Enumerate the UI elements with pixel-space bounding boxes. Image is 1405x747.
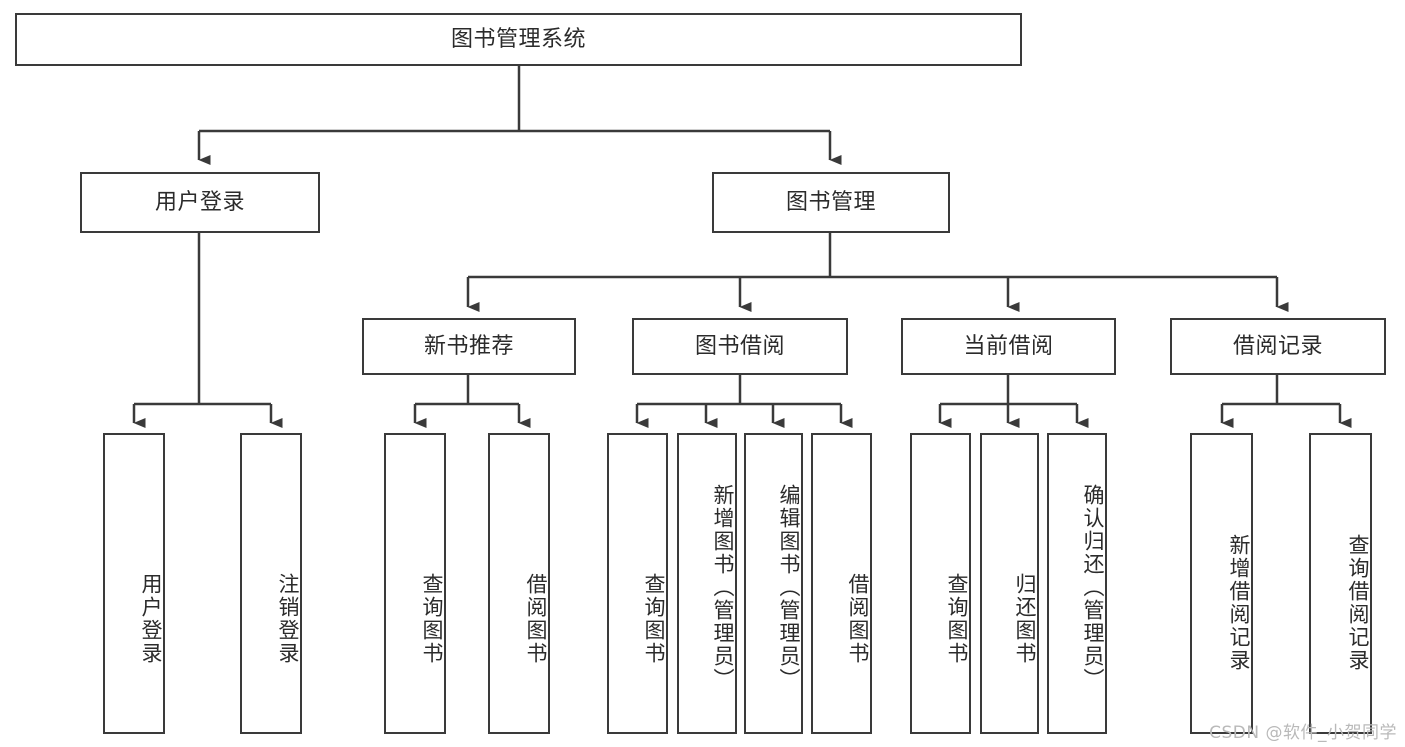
node-user-login[interactable]: 用户登录	[80, 172, 320, 233]
node-leaf-borrow-book-2[interactable]: 借阅图书	[811, 433, 872, 734]
node-leaf-borrow-book-1-label: 借阅图书	[524, 572, 548, 665]
node-book-borrow-label: 图书借阅	[694, 333, 785, 359]
node-leaf-return-book-label: 归还图书	[1013, 572, 1037, 665]
node-leaf-query-book-1[interactable]: 查询图书	[384, 433, 446, 734]
node-leaf-query-book-1-label: 查询图书	[420, 572, 444, 665]
node-current-borrow-label: 当前借阅	[963, 333, 1054, 359]
node-leaf-user-login[interactable]: 用户登录	[103, 433, 165, 734]
node-leaf-add-record-label: 新增借阅记录	[1227, 533, 1251, 672]
node-root-label: 图书管理系统	[450, 26, 586, 52]
node-current-borrow[interactable]: 当前借阅	[901, 318, 1116, 375]
node-book-manage-label: 图书管理	[785, 189, 876, 215]
node-leaf-borrow-book-1[interactable]: 借阅图书	[488, 433, 550, 734]
node-leaf-query-book-3-label: 查询图书	[945, 572, 969, 665]
node-leaf-user-login-label: 用户登录	[139, 572, 163, 665]
node-leaf-query-book-2[interactable]: 查询图书	[607, 433, 668, 734]
node-book-manage[interactable]: 图书管理	[712, 172, 950, 233]
node-leaf-edit-book-label: 编辑图书（管理员）	[777, 484, 801, 691]
node-borrow-record-label: 借阅记录	[1232, 333, 1323, 359]
node-leaf-query-record-label: 查询借阅记录	[1346, 533, 1370, 672]
node-leaf-query-record[interactable]: 查询借阅记录	[1309, 433, 1372, 734]
node-new-book-recommend-label: 新书推荐	[423, 333, 514, 359]
node-leaf-query-book-2-label: 查询图书	[642, 572, 666, 665]
node-leaf-add-record[interactable]: 新增借阅记录	[1190, 433, 1253, 734]
node-book-borrow[interactable]: 图书借阅	[632, 318, 848, 375]
node-new-book-recommend[interactable]: 新书推荐	[362, 318, 576, 375]
node-leaf-logout-login[interactable]: 注销登录	[240, 433, 302, 734]
node-root[interactable]: 图书管理系统	[15, 13, 1022, 66]
node-leaf-confirm-return[interactable]: 确认归还（管理员）	[1047, 433, 1107, 734]
node-leaf-add-book[interactable]: 新增图书（管理员）	[677, 433, 737, 734]
node-leaf-borrow-book-2-label: 借阅图书	[846, 572, 870, 665]
node-leaf-confirm-return-label: 确认归还（管理员）	[1081, 484, 1105, 691]
node-leaf-edit-book[interactable]: 编辑图书（管理员）	[744, 433, 803, 734]
node-leaf-add-book-label: 新增图书（管理员）	[711, 484, 735, 691]
node-leaf-return-book[interactable]: 归还图书	[980, 433, 1039, 734]
node-leaf-query-book-3[interactable]: 查询图书	[910, 433, 971, 734]
csdn-watermark: CSDN @软件_小贺同学	[1209, 723, 1397, 743]
node-leaf-logout-login-label: 注销登录	[276, 572, 300, 665]
node-borrow-record[interactable]: 借阅记录	[1170, 318, 1386, 375]
node-user-login-label: 用户登录	[154, 189, 245, 215]
